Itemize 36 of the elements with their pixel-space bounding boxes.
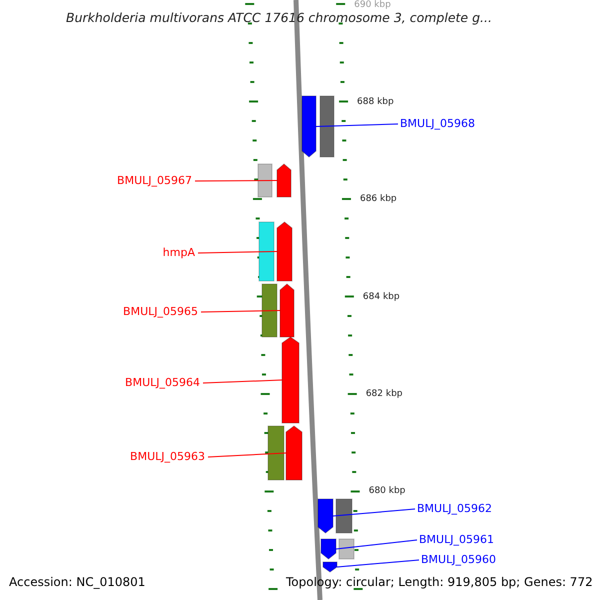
accession-text: Accession: NC_010801	[9, 575, 146, 589]
leader-line	[316, 124, 398, 127]
scale-label: 688 kbp	[357, 96, 394, 109]
gene-label: BMULJ_05961	[419, 533, 494, 547]
gene-feature	[322, 562, 338, 573]
leader-line	[336, 560, 420, 568]
leader-line	[202, 380, 282, 384]
gene-label: hmpA	[162, 246, 195, 260]
gene-feature	[280, 283, 294, 338]
gene-label: BMULJ_05967	[117, 174, 192, 188]
genome-summary-text: Topology: circular; Length: 919,805 bp; Genes: 772	[286, 575, 593, 589]
gene-label: BMULJ_05964	[125, 376, 200, 390]
scale-label: 686 kbp	[360, 193, 397, 206]
leader-line	[198, 251, 278, 254]
gene-feature	[276, 163, 292, 198]
gene-feature	[320, 538, 336, 560]
gene-label: BMULJ_05963	[130, 450, 205, 464]
leader-line	[336, 540, 418, 550]
scale-label: 684 kbp	[362, 291, 400, 304]
gene-feature	[276, 221, 292, 282]
gene-feature	[302, 96, 316, 158]
leader-line	[194, 180, 278, 182]
gene-feature	[286, 425, 302, 480]
leader-line	[208, 452, 286, 458]
gene-feature	[282, 336, 300, 424]
diagram-title: Burkholderia multivorans ATCC 17616 chromosome 3, complete g...	[66, 11, 492, 25]
gene-label: BMULJ_05968	[400, 117, 475, 131]
scale-label: 690 kbp	[354, 0, 391, 12]
scale-label: 680 kbp	[368, 485, 406, 498]
gene-label: BMULJ_05962	[417, 502, 492, 516]
leader-line	[200, 310, 280, 312]
gene-label: BMULJ_05965	[123, 305, 198, 319]
gene-feature	[318, 498, 334, 534]
gene-label: BMULJ_05960	[421, 553, 496, 567]
scale-label: 682 kbp	[366, 388, 402, 401]
leader-line	[332, 508, 416, 516]
